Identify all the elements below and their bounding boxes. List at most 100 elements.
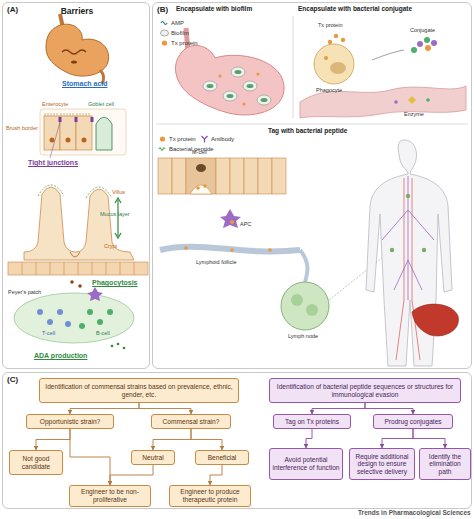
stomach-illustration-part — [46, 24, 109, 76]
body-illustration-part — [422, 248, 426, 252]
panel-letter: (B) — [157, 6, 168, 14]
peyers-patch-illustration-part — [79, 323, 85, 329]
peptide-tag-illustration-part — [158, 158, 172, 194]
biofilm-stomach-illustration-part — [242, 102, 245, 105]
process-box: Identification of bacterial peptide sequ… — [269, 378, 461, 403]
legend-entry: Tx protein — [160, 39, 198, 47]
peyers-patch-illustration-part — [111, 345, 114, 348]
part-label: Conjugate — [410, 28, 435, 34]
stomach-illustration — [46, 14, 109, 84]
panel-divider — [156, 16, 468, 124]
body-illustration-part — [390, 248, 394, 252]
barrier-label: Stomach acid — [62, 80, 108, 87]
peptide-tag-illustration-part — [203, 184, 207, 188]
part-label: Mucus layer — [100, 212, 130, 218]
stomach-illustration-part — [62, 50, 86, 54]
conjugate-illustration — [300, 34, 466, 118]
biofilm-stomach-illustration-part — [231, 67, 245, 77]
peptide-tag-illustration-part — [300, 250, 307, 282]
legend-icon — [161, 30, 169, 36]
flow-arrow — [139, 403, 191, 414]
peptide-tag-illustration-part — [272, 158, 286, 194]
peyers-patch-illustration-part — [8, 262, 148, 275]
biofilm-stomach-illustration-part — [218, 74, 221, 77]
part-label: Peyer's patch — [8, 290, 41, 296]
biofilm-stomach-illustration-part — [261, 98, 268, 102]
peyers-patch-illustration-part — [47, 319, 53, 325]
panel-divider-part — [293, 16, 294, 118]
peyers-patch-illustration-part — [57, 309, 63, 315]
box-text: Commensal strain? — [163, 418, 220, 426]
flow-arrow — [413, 429, 445, 448]
section-heading: Encapsulate with bacterial conjugate — [298, 6, 412, 13]
peptide-tag-illustration-part — [196, 186, 200, 190]
peptide-tag-illustration-part — [291, 294, 303, 306]
legend-entry: AMP — [160, 19, 184, 27]
peyers-patch-illustration-part — [70, 280, 74, 284]
conjugate-illustration-part — [411, 47, 417, 53]
section-heading: Trends in Pharmacological Sciences — [358, 510, 471, 517]
process-box: Engineer to be non-proliferative — [69, 485, 151, 507]
legend-text: Bacterial peptide — [169, 146, 214, 152]
part-label: Villus — [112, 190, 125, 196]
process-box: Engineer to produce therapeutic protein — [169, 485, 251, 507]
box-text: Identify the elimination path — [422, 453, 468, 476]
conjugate-illustration-part — [394, 100, 398, 104]
biofilm-stomach-illustration-part — [235, 70, 242, 74]
part-label: APC — [240, 222, 251, 228]
legend-sample — [160, 39, 169, 47]
legend-sample — [158, 135, 167, 143]
legend-text: Antibody — [211, 136, 234, 142]
peyers-patch-illustration-part — [97, 319, 103, 325]
body-illustration-part — [396, 178, 420, 360]
part-label: Phagocyte — [316, 88, 342, 94]
box-text: Engineer to be non-proliferative — [72, 488, 148, 503]
box-text: Identification of bacterial peptide sequ… — [272, 383, 458, 398]
conjugate-illustration-part — [324, 56, 328, 60]
legend-entry: Tx protein — [158, 135, 196, 143]
enterocyte-illustration-part — [50, 122, 60, 158]
villus-illustration-part — [24, 187, 134, 260]
flow-arrow — [210, 465, 222, 485]
conjugate-illustration-part — [425, 45, 431, 51]
process-box: Require additional design to ensure sele… — [349, 448, 415, 480]
conjugate-illustration-part — [314, 44, 354, 84]
part-label: Crypt — [104, 244, 117, 250]
box-text: Identification of commensal strains base… — [42, 383, 236, 398]
box-text: Require additional design to ensure sele… — [352, 453, 412, 476]
flow-arrow — [306, 429, 312, 448]
peptide-tag-illustration-part — [160, 247, 300, 252]
conjugate-illustration-part — [330, 62, 346, 74]
conjugate-illustration-part — [417, 41, 423, 47]
peptide-tag-illustration-part — [184, 246, 188, 250]
barrier-label: Phagocytosis — [92, 279, 138, 286]
body-illustration — [366, 140, 458, 366]
box-text: Neutral — [142, 454, 163, 462]
peptide-tag-illustration-part — [190, 185, 212, 194]
biofilm-stomach-illustration-part — [207, 84, 214, 88]
part-label: Lymphoid follicle — [196, 260, 236, 266]
conjugate-illustration-part — [408, 96, 416, 104]
enterocyte-illustration-part — [91, 117, 94, 122]
peptide-tag-illustration-part — [281, 282, 329, 330]
legend-sample — [158, 145, 167, 153]
flow-arrow — [153, 429, 191, 450]
panel-frame: (B) — [152, 2, 472, 369]
flow-arrow — [365, 403, 413, 414]
peyers-patch-illustration-part — [87, 309, 93, 315]
peptide-tag-illustration-part — [230, 220, 234, 224]
peptide-tag-illustration-part — [216, 158, 230, 194]
box-text: Opportunistic strain? — [40, 418, 100, 426]
process-box: Beneficial — [195, 450, 249, 465]
process-box: Identification of commensal strains base… — [39, 378, 239, 403]
peyers-patch-illustration-part — [37, 309, 43, 315]
part-label: Enzyme — [404, 112, 424, 118]
conjugate-illustration-part — [328, 40, 332, 44]
enterocyte-illustration-part — [50, 138, 55, 143]
flow-arrow — [70, 403, 139, 414]
peptide-tag-illustration-part — [196, 164, 206, 172]
peyers-patch-illustration-part — [123, 347, 126, 350]
panel-divider-part — [156, 124, 468, 125]
conjugate-illustration-part — [424, 37, 430, 43]
